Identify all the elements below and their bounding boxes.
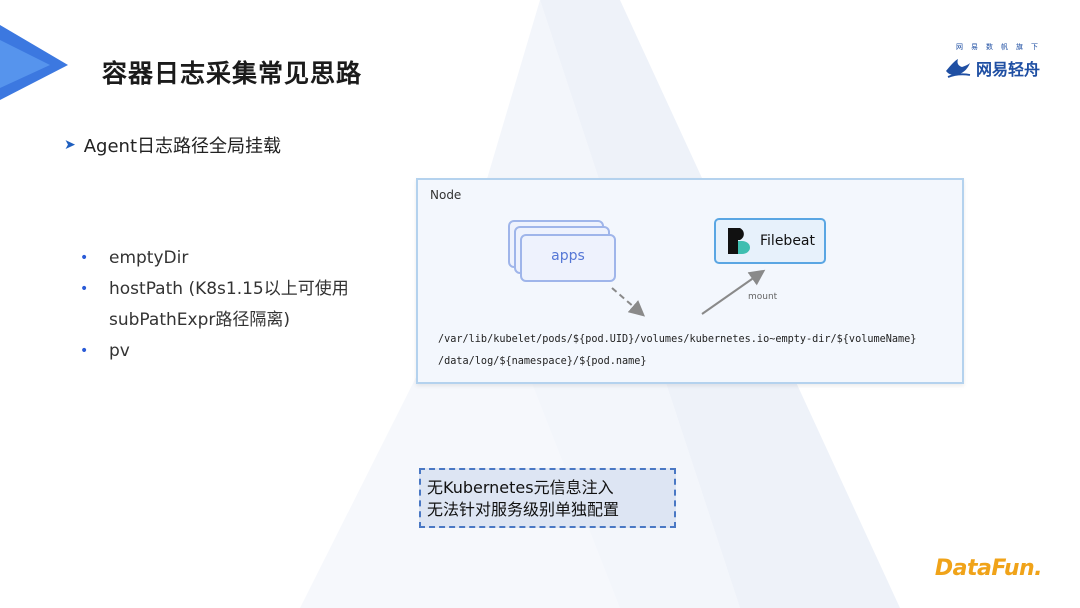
dashed-arrow-icon [611,287,646,317]
filebeat-box: Filebeat [714,218,826,264]
logo-tagline: 网易数帆旗下 [956,43,1046,51]
bullet-dot-icon: • [80,281,89,297]
note-line-1: 无Kubernetes元信息注入 [427,478,614,497]
diagram-arrows [611,269,766,317]
datafun-logo-text: DataFun. [934,556,1043,581]
list-item: • pv [78,336,368,367]
section-heading: ➤ Agent日志路径全局挂载 [64,132,281,158]
list-item: • emptyDir [78,243,368,274]
log-path: /data/log/${namespace}/${pod.name} [438,356,647,367]
filebeat-label: Filebeat [760,233,815,249]
bullet-list: • emptyDir • hostPath (K8s1.15以上可使用subPa… [78,243,368,367]
list-item: • hostPath (K8s1.15以上可使用subPathExpr路径隔离) [78,274,368,336]
bullet-dot-icon: • [80,343,89,359]
mount-label: mount [748,292,778,302]
section-heading-text: Agent日志路径全局挂载 [83,136,282,157]
empty-dir-path: /var/lib/kubelet/pods/${pod.UID}/volumes… [438,334,917,345]
datafun-logo: DataFun. [934,556,1043,581]
mount-arrow-icon [701,269,766,315]
apps-label: apps [551,248,585,264]
logo-name: 网易轻舟 [975,60,1040,79]
company-logo: 网易数帆旗下 网易轻舟 [920,42,1040,80]
note-line-2: 无法针对服务级别单独配置 [427,500,620,519]
arrow-bullet-icon: ➤ [64,137,76,153]
filebeat-logo-icon [728,228,750,254]
bullet-dot-icon: • [80,250,89,266]
boat-logo-icon [945,59,971,78]
app-card-front: apps [520,234,616,282]
node-label: Node [430,188,462,202]
node-diagram: Node apps Filebeat mount /var/lib/kubele… [416,178,964,384]
slide-title: 容器日志采集常见思路 [102,59,363,88]
limitation-note: 无Kubernetes元信息注入 无法针对服务级别单独配置 [419,468,676,528]
